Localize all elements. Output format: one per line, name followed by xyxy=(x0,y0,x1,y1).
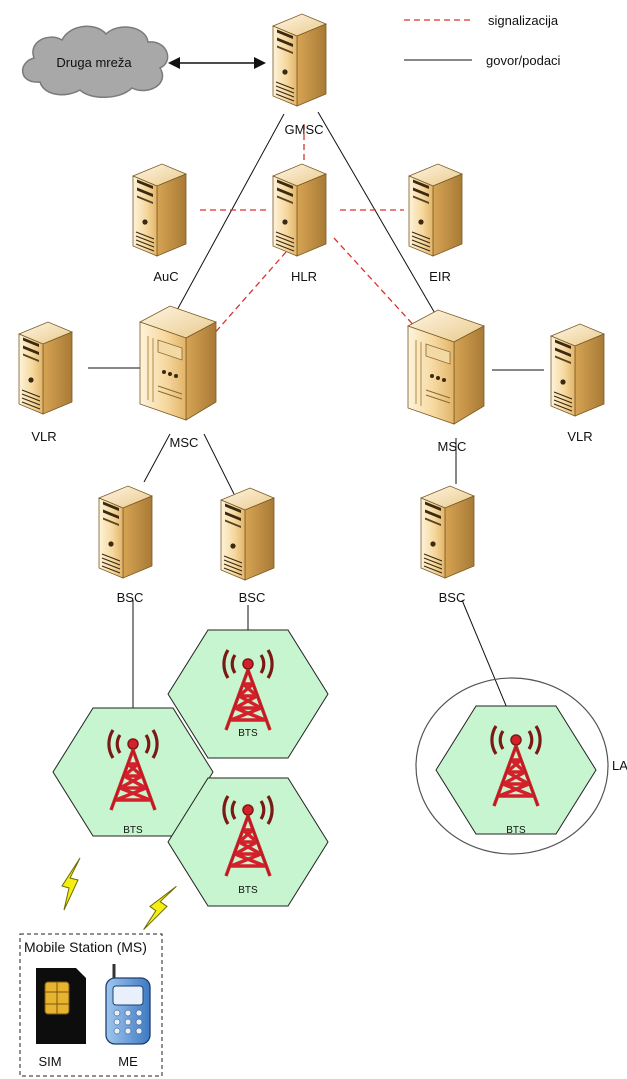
auc-server-icon xyxy=(132,163,187,257)
sim-card-icon xyxy=(36,968,86,1044)
msc-left-label: MSC xyxy=(170,435,199,450)
bts-cell-4: BTS xyxy=(435,705,597,836)
bts-3-label: BTS xyxy=(238,885,258,896)
vlr-left-server-icon xyxy=(18,321,73,415)
mobile-phone-icon xyxy=(105,964,151,1045)
hlr-label: HLR xyxy=(291,269,317,284)
link-gmsc-msc-left xyxy=(175,113,285,313)
msc-left-server-icon xyxy=(139,305,217,421)
bts-2-label: BTS xyxy=(238,728,258,739)
bsc-3-server-icon xyxy=(420,485,475,579)
sig-hlr-msc-left xyxy=(211,251,287,337)
gmsc-label: GMSC xyxy=(285,122,324,137)
bts-1-label: BTS xyxy=(123,825,143,836)
link-bsc-bts-3 xyxy=(461,599,513,721)
sim-label: SIM xyxy=(38,1054,61,1069)
bts-4-label: BTS xyxy=(506,825,526,836)
vlr-left-label: VLR xyxy=(31,429,56,444)
link-gmsc-msc-right xyxy=(317,111,441,323)
radio-link-1-icon xyxy=(61,857,81,911)
eir-label: EIR xyxy=(429,269,451,284)
bts-cell-1: BTS xyxy=(52,707,214,837)
vlr-right-label: VLR xyxy=(567,429,592,444)
location-area-ellipse xyxy=(415,677,609,855)
bsc-2-label: BSC xyxy=(239,590,266,605)
bsc-2-server-icon xyxy=(220,487,275,581)
me-label: ME xyxy=(118,1054,138,1069)
location-area-label: LA xyxy=(612,758,627,773)
other-network-cloud: Druga mreža xyxy=(22,25,169,98)
sig-hlr-msc-right xyxy=(333,237,419,331)
msc-right-label: MSC xyxy=(438,439,467,454)
legend-voice-label: govor/podaci xyxy=(486,53,561,68)
gmsc-cloud-link xyxy=(168,57,266,69)
auc-label: AuC xyxy=(153,269,178,284)
link-msc-bsc-2 xyxy=(203,433,235,495)
bsc-1-server-icon xyxy=(98,485,153,579)
msc-right-server-icon xyxy=(407,309,485,425)
mobile-station-box: Mobile Station (MS) SIM ME xyxy=(19,933,163,1077)
bts-cell-3: BTS xyxy=(167,777,329,907)
link-msc-bsc-1 xyxy=(143,433,171,483)
legend-signaling-label: signalizacija xyxy=(488,13,559,28)
hlr-server-icon xyxy=(272,163,327,257)
vlr-right-server-icon xyxy=(550,323,605,417)
other-network-label: Druga mreža xyxy=(56,55,132,70)
eir-server-icon xyxy=(408,163,463,257)
signaling-lines xyxy=(200,19,472,337)
voice-lines xyxy=(88,59,544,721)
radio-link-2-icon xyxy=(141,879,177,936)
gmsc-server-icon xyxy=(272,13,327,107)
mobile-station-title: Mobile Station (MS) xyxy=(24,939,147,955)
bsc-3-label: BSC xyxy=(439,590,466,605)
bts-cell-2: BTS xyxy=(167,629,329,759)
bsc-1-label: BSC xyxy=(117,590,144,605)
